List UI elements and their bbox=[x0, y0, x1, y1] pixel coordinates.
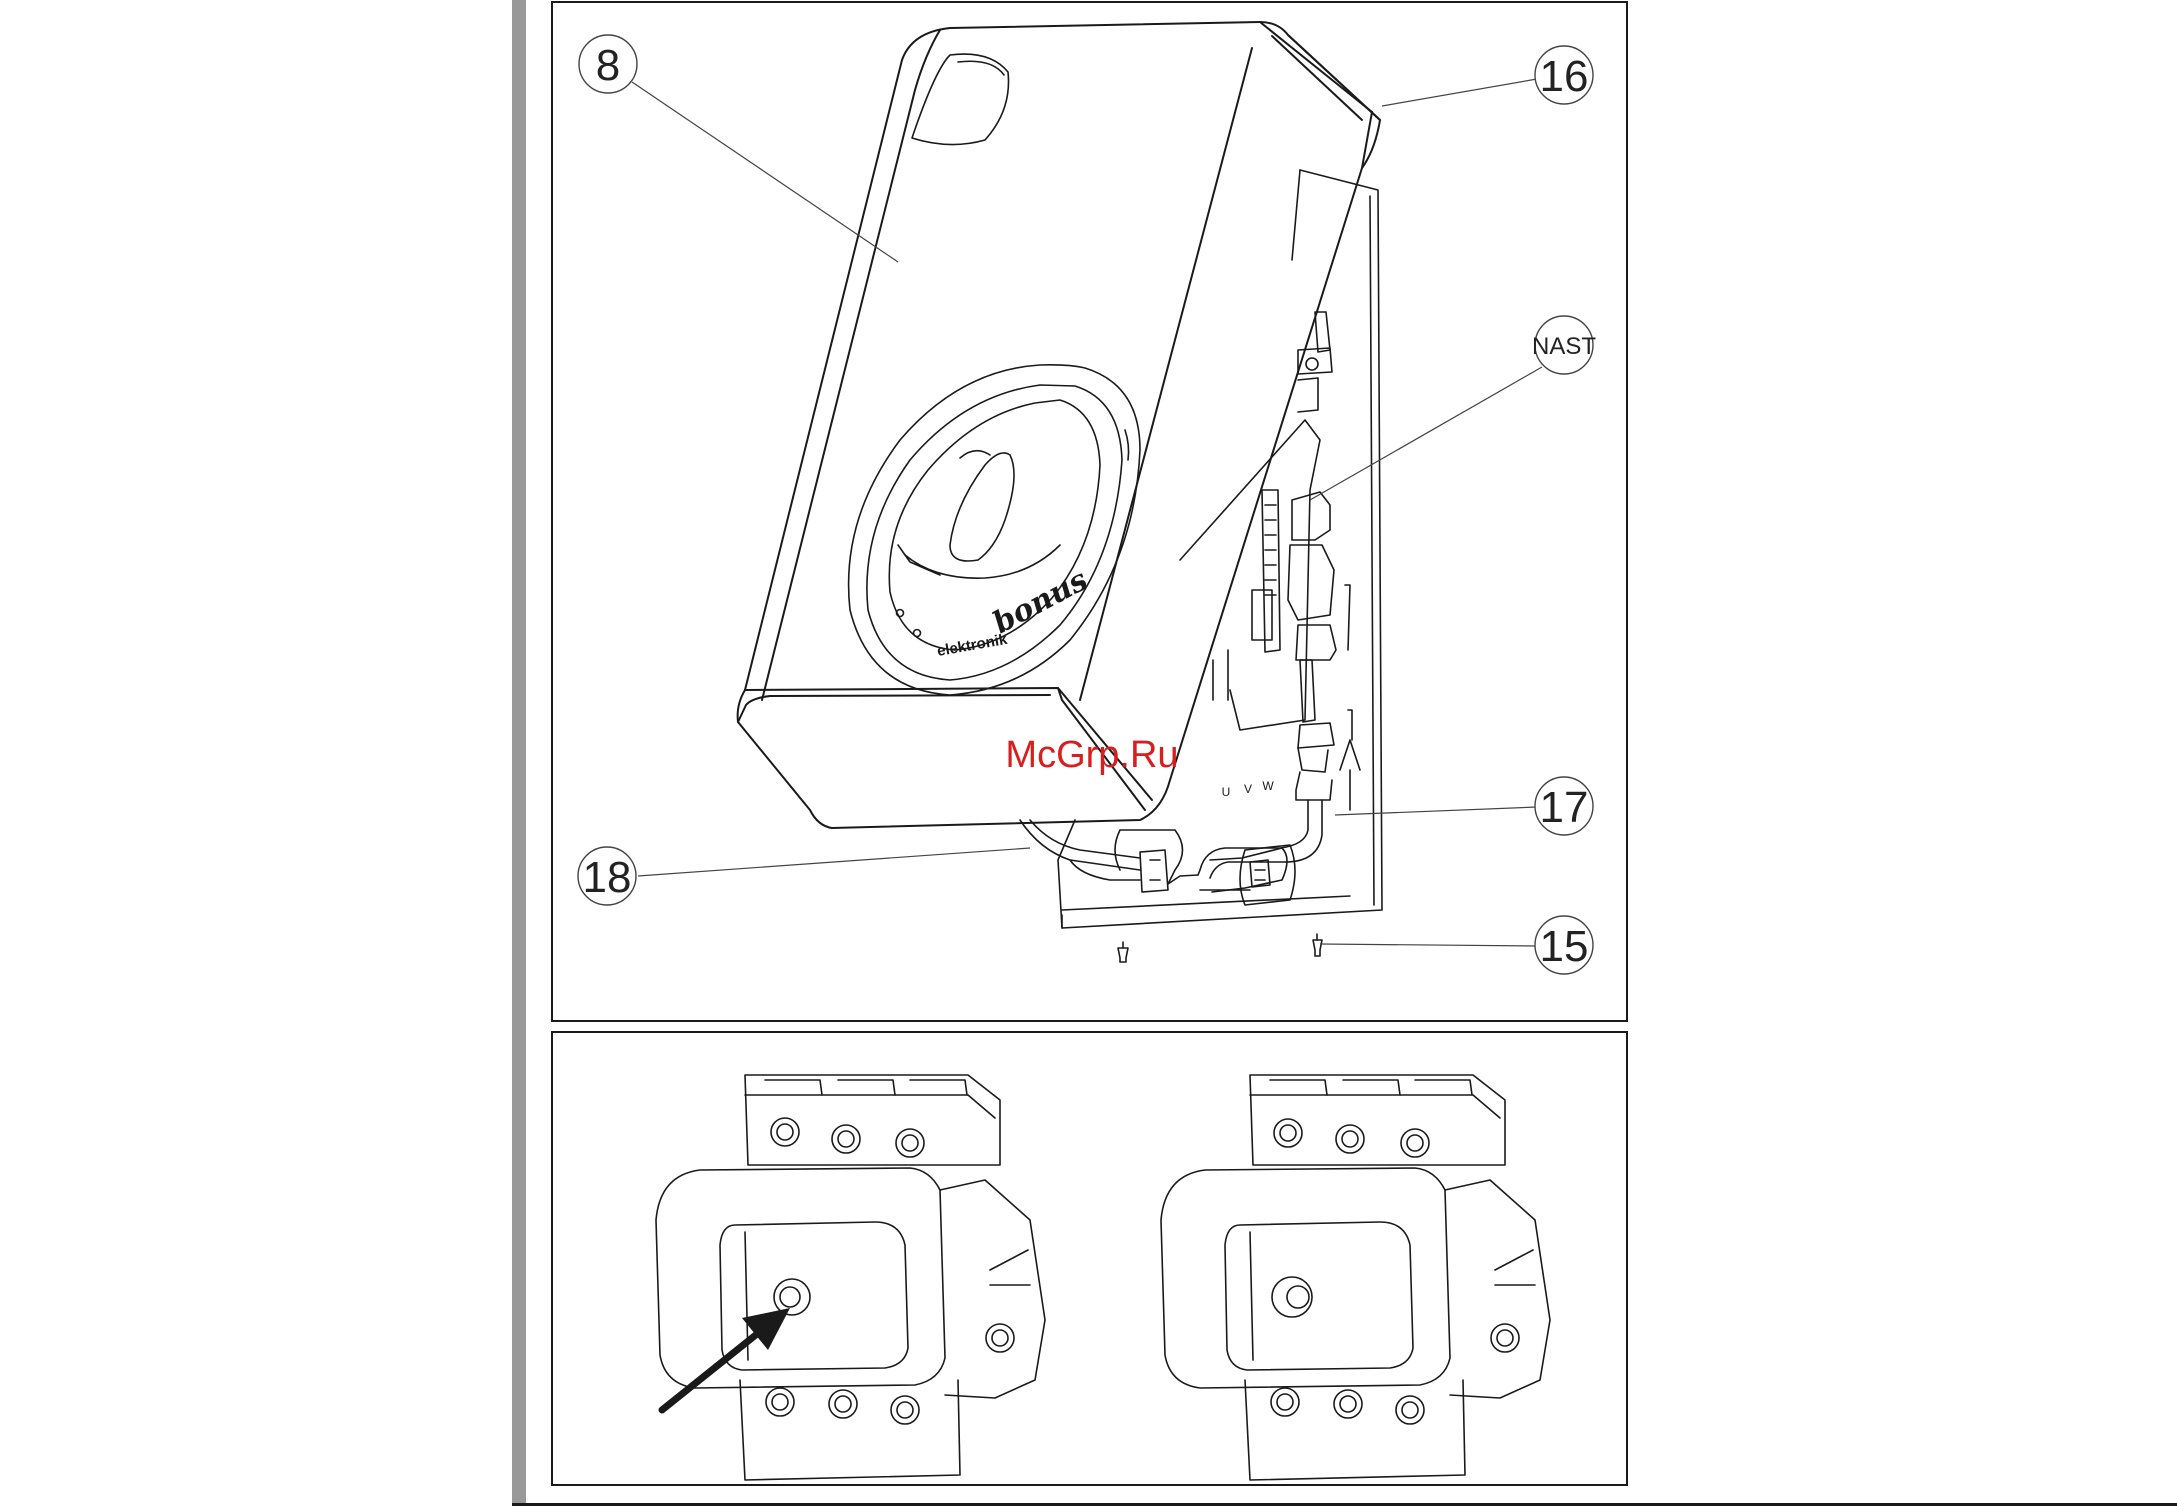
leader-18 bbox=[638, 848, 1030, 876]
leader-17 bbox=[1335, 807, 1537, 815]
leader-15 bbox=[1320, 944, 1537, 946]
mounting-plate bbox=[1058, 170, 1382, 928]
callout-8-label: 8 bbox=[596, 41, 620, 90]
internal-electronics bbox=[1180, 312, 1352, 748]
callout-nast-label: NAST bbox=[1532, 333, 1596, 360]
callout-17-label: 17 bbox=[1540, 783, 1589, 832]
fixing-screws bbox=[1118, 934, 1322, 962]
terminal-w: W bbox=[1262, 779, 1274, 793]
callout-18-label: 18 bbox=[583, 853, 632, 902]
top-window bbox=[912, 54, 1009, 144]
sub-brand-text: elektronik bbox=[936, 631, 1009, 660]
terminal-u: U bbox=[1222, 785, 1231, 799]
indicator-arrow bbox=[662, 1308, 790, 1410]
contactor-with-arrow bbox=[656, 1075, 1045, 1480]
housing-cover bbox=[738, 22, 1380, 828]
leader-8 bbox=[632, 82, 898, 262]
watermark: McGrp.Ru bbox=[992, 730, 1192, 780]
leader-16 bbox=[1382, 79, 1537, 106]
leader-nast bbox=[1310, 367, 1542, 500]
contactor-plain bbox=[1161, 1075, 1550, 1480]
terminal-v: V bbox=[1244, 782, 1252, 796]
callout-16-label: 16 bbox=[1540, 52, 1589, 101]
callout-15-label: 15 bbox=[1540, 922, 1589, 971]
